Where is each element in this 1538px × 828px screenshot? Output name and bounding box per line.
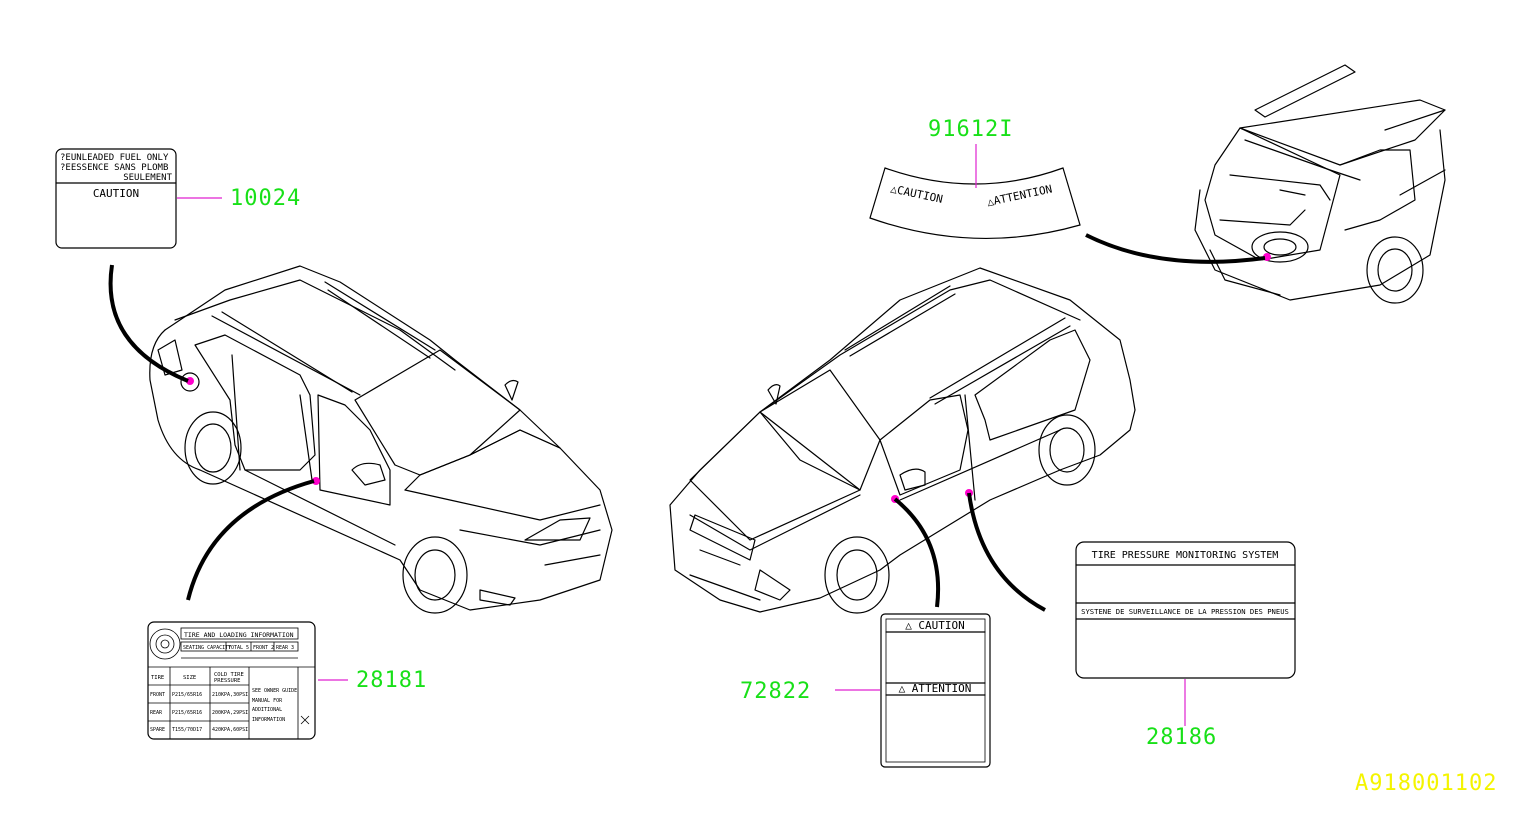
tire-pres-front: 210KPA,30PSI (212, 692, 248, 698)
tire-size-spare: T155/70D17 (172, 727, 202, 733)
tire-note2: MANUAL FOR (252, 698, 283, 704)
label-10024-fuel-caution: ?EUNLEADED FUEL ONLY ?EESSENCE SANS PLOM… (55, 148, 177, 249)
left-car-illustration (149, 265, 613, 614)
tire-row-front: FRONT (150, 692, 165, 698)
tire-row-rear: REAR (150, 710, 163, 716)
tire-pres-spare: 420KPA,60PSI (212, 727, 248, 733)
part-number-91612I[interactable]: 91612I (928, 117, 1013, 142)
liftgate-car-illustration (1194, 64, 1446, 304)
tire-col-tire: TIRE (151, 675, 164, 681)
tire-col-cold2: PRESSURE (214, 678, 241, 684)
diagram-reference-code: A918001102 (1355, 771, 1497, 796)
label-caution-text: △ CAUTION (905, 619, 965, 632)
part-number-72822[interactable]: 72822 (740, 679, 811, 704)
tire-note4: INFORMATION (252, 717, 285, 723)
tpms-title: TIRE PRESSURE MONITORING SYSTEM (1092, 550, 1279, 561)
label-28181-tire-loading: TIRE AND LOADING INFORMATION SEATING CAP… (147, 621, 316, 740)
tire-seating: SEATING CAPACITY (183, 645, 231, 651)
tire-pres-rear: 200KPA,29PSI (212, 710, 248, 716)
tpms-french: SYSTENE DE SURVEILLANCE DE LA PRESSION D… (1081, 607, 1289, 616)
tire-size-rear: P215/65R16 (172, 710, 202, 716)
right-car-illustration (669, 267, 1136, 614)
label-attention-text: △ ATTENTION (899, 682, 972, 695)
label-72822-caution-attention: △ CAUTION △ ATTENTION (880, 613, 991, 768)
tire-row-spare: SPARE (150, 727, 165, 733)
tire-size-front: P215/65R16 (172, 692, 202, 698)
leader-curve-pillar (186, 479, 315, 601)
leader-curve-fuel (108, 264, 189, 383)
tire-rear: REAR 3 (276, 645, 294, 651)
tire-col-cold1: COLD TIRE (214, 672, 244, 678)
part-number-28181[interactable]: 28181 (356, 668, 427, 693)
fuel-line1: ?EUNLEADED FUEL ONLY (60, 153, 169, 163)
part-number-10024[interactable]: 10024 (230, 186, 301, 211)
fuel-caution: CAUTION (93, 187, 139, 200)
part-number-28186[interactable]: 28186 (1146, 725, 1217, 750)
fuel-line2: ?EESSENCE SANS PLOMB (60, 163, 168, 173)
label-28186-tpms: TIRE PRESSURE MONITORING SYSTEM SYSTENE … (1075, 541, 1296, 679)
tire-front: FRONT 2 (253, 645, 274, 651)
tire-col-size: SIZE (183, 675, 196, 681)
fuel-line3: SEULEMENT (123, 173, 172, 183)
label-91612-arc: △CAUTION △ATTENTION (869, 167, 1081, 240)
leader-curve-rear-door (967, 492, 1046, 612)
leader-curve-front-door (893, 497, 941, 608)
tire-total: TOTAL 5 (228, 645, 249, 651)
leader-curve-cargo (1085, 233, 1266, 264)
tire-title: TIRE AND LOADING INFORMATION (184, 631, 294, 639)
tire-note3: ADDITIONAL (252, 707, 282, 713)
tire-note1: SEE OWNER GUIDE (252, 688, 297, 694)
